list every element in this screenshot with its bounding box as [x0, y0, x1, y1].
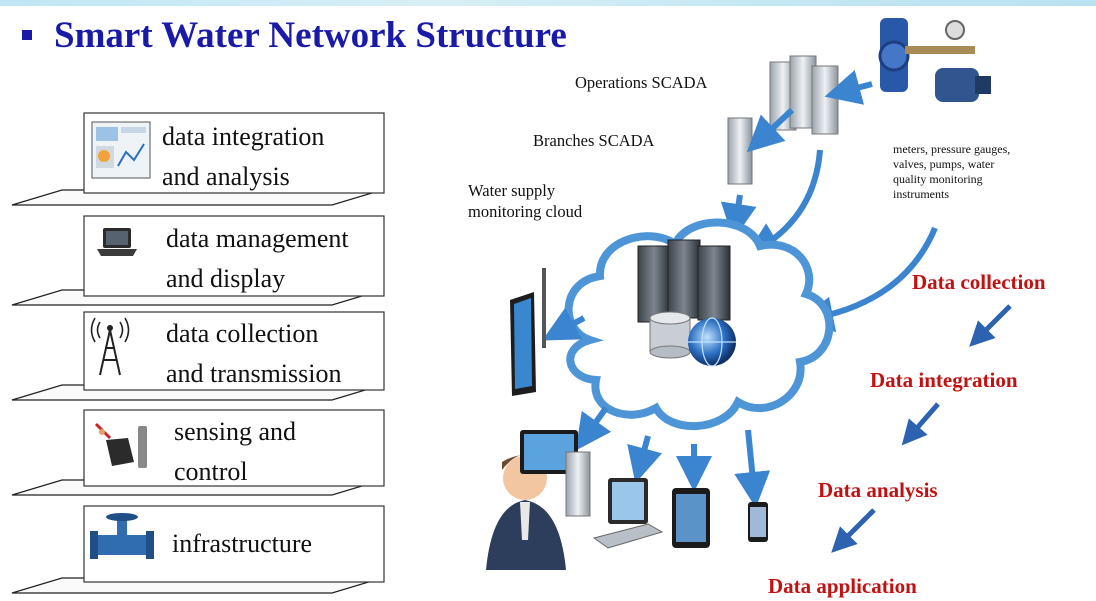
globe-icon	[688, 317, 736, 367]
smartphone-icon	[748, 502, 768, 542]
layer-stack	[11, 112, 385, 594]
arrow-cloud-to-phone	[734, 429, 771, 508]
layer-label-line: and transmission	[166, 359, 342, 388]
layer-label-line: sensing and	[174, 417, 297, 446]
layer-label-line: and display	[166, 264, 286, 293]
arrow-devices-to-operations	[824, 69, 873, 105]
arrow-operations-to-cloud	[744, 149, 823, 258]
layer-label-sensing: sensing and control	[174, 412, 296, 492]
flow-step-application: Data application	[768, 574, 917, 598]
devices-label-line: quality monitoring	[893, 172, 983, 186]
laptop-icon	[97, 228, 137, 256]
database-icon	[649, 311, 691, 359]
title-text: Smart Water Network Structure	[54, 15, 567, 56]
layer-frame	[83, 215, 385, 297]
branches-scada-servers	[727, 117, 753, 185]
arrow-cloud-to-laptop	[627, 435, 663, 484]
dashboard-icon	[91, 121, 151, 179]
flow-step-integration: Data integration	[870, 368, 1018, 392]
layer-frame	[83, 311, 385, 391]
desktop-computer-icon	[520, 430, 591, 517]
flow-step-analysis: Data analysis	[818, 478, 938, 502]
laptop-device-icon	[592, 478, 664, 549]
cloud-label: Water supply monitoring cloud	[468, 180, 582, 222]
devices-label-line: valves, pumps, water	[893, 157, 995, 171]
layer-frame	[83, 409, 385, 487]
layer-label-line: infrastructure	[172, 529, 313, 558]
tablet-icon	[672, 488, 710, 548]
layer-label-line: data collection	[166, 319, 319, 348]
devices-label-line: instruments	[893, 187, 949, 201]
layer-label-management: data management and display	[166, 219, 349, 299]
operations-scada-label: Operations SCADA	[575, 73, 708, 92]
wall-monitor-icon	[510, 268, 546, 396]
user-person-icon	[486, 454, 566, 570]
layer-label-collection: data collection and transmission	[166, 314, 342, 394]
layer-label-line: data management	[166, 224, 349, 253]
title-bullet	[22, 29, 32, 40]
layer-label-line: data integration	[162, 122, 325, 151]
branches-scada-label: Branches SCADA	[533, 131, 655, 150]
arrow-operations-to-branches	[746, 107, 795, 153]
cloud-label-line: Water supply	[468, 181, 556, 200]
layer-label-infrastructure: infrastructure	[172, 524, 312, 564]
page-title: Smart Water Network Structure	[22, 14, 567, 57]
cloud-server-rack-icon	[637, 239, 731, 323]
devices-label: meters, pressure gauges, valves, pumps, …	[893, 142, 1010, 202]
antenna-tower-icon	[90, 317, 130, 376]
arrow-devices-to-cloud	[797, 226, 938, 333]
arrow-cloud-to-monitor	[542, 307, 586, 341]
layer-label-line: and analysis	[162, 162, 290, 191]
flow-arrow	[901, 402, 940, 446]
sensor-device-icon	[94, 422, 147, 468]
layer-label-line: control	[174, 457, 248, 486]
layer-label-integration: data integration and analysis	[162, 117, 324, 197]
top-decorative-band	[0, 0, 1096, 6]
arrow-cloud-to-desktop	[575, 406, 612, 451]
valve-icon	[90, 513, 154, 559]
pump-valve-equipment-icon	[878, 18, 991, 102]
cloud-label-line: monitoring cloud	[468, 202, 583, 221]
flow-arrow	[831, 508, 876, 553]
flow-arrow	[969, 304, 1012, 347]
flow-step-collection: Data collection	[912, 270, 1046, 294]
arrow-branches-to-cloud	[720, 194, 757, 240]
devices-label-line: meters, pressure gauges,	[893, 142, 1011, 156]
